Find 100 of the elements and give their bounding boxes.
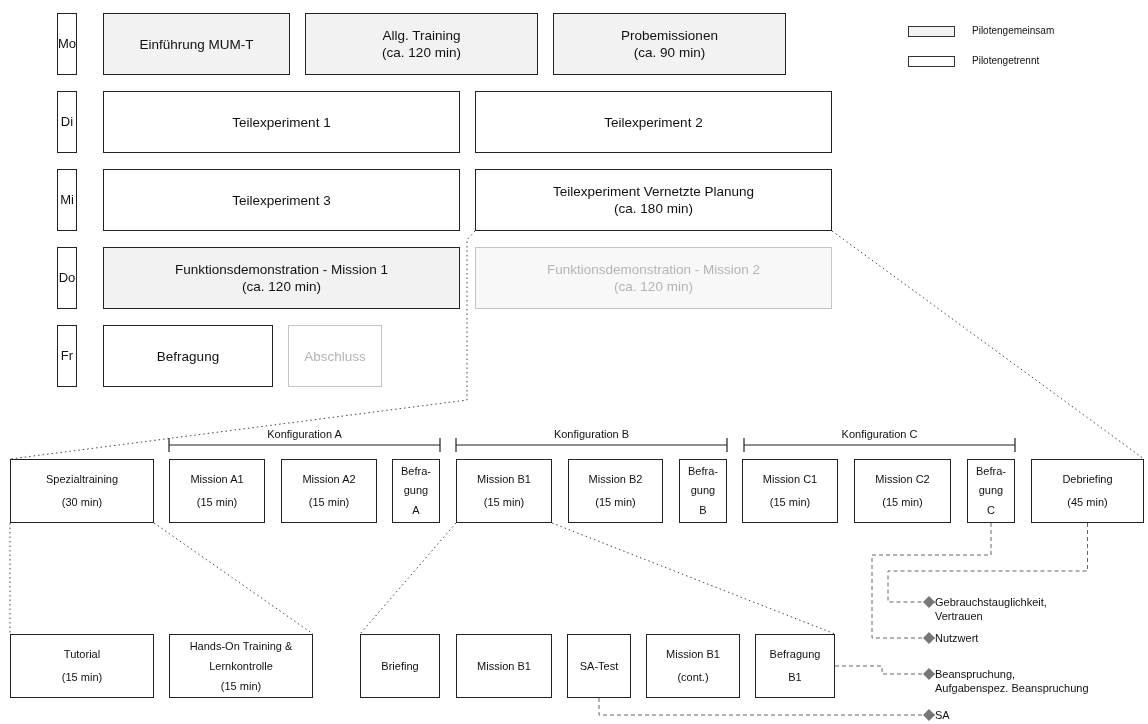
zoom-line [551, 522, 836, 635]
session-label: Mission B2 [588, 472, 643, 487]
session-box [553, 13, 786, 75]
day-label: Mi [60, 192, 74, 208]
session-box [456, 459, 552, 523]
session-box [679, 459, 727, 523]
day-box [57, 247, 77, 309]
session-label: Mission B1 [477, 472, 531, 487]
session-box [103, 13, 290, 75]
session-label: Tutorial [63, 647, 101, 662]
duration-label: (ca. 120 min) [382, 44, 461, 61]
session-box [10, 459, 154, 523]
session-box [392, 459, 440, 523]
day-label: Mo [57, 36, 77, 52]
session-label: Teilexperiment 1 [232, 113, 331, 131]
day-label: Di [60, 114, 74, 130]
session-box [646, 634, 740, 698]
measure-label: SA [935, 708, 950, 722]
day-box [57, 13, 77, 75]
duration-label: (15 min) [769, 495, 811, 510]
duration-label: (ca. 90 min) [633, 44, 706, 61]
session-box [169, 634, 313, 698]
group-label: Konfiguration C [841, 428, 918, 440]
duration-label: (15 min) [220, 679, 262, 694]
session-box [103, 91, 460, 153]
duration-label: (15 min) [308, 495, 350, 510]
measure-label: Beanspruchung, [935, 667, 1016, 681]
zoom-line [359, 522, 457, 635]
session-box [755, 634, 835, 698]
session-label: Teilexperiment 2 [604, 113, 703, 131]
connector-line [887, 522, 1088, 608]
measure-label: Nutzwert [935, 631, 979, 645]
day-label: Do [58, 270, 76, 286]
session-box [967, 459, 1015, 523]
connector-line [598, 697, 936, 721]
measure-label: Gebrauchstauglichkeit, [935, 595, 1047, 609]
connector-line [834, 665, 936, 680]
session-label: Hands-On Training & Lernkontrolle [188, 639, 294, 674]
measure-label: Aufgabenspez. Beanspruchung [935, 681, 1089, 695]
duration-label: (cont.) [677, 670, 709, 685]
session-box [742, 459, 838, 523]
zoom-line [9, 522, 11, 635]
session-label: Befra- gung A [400, 463, 432, 518]
duration-label: B1 [788, 670, 802, 685]
session-box [103, 325, 273, 387]
session-box [103, 247, 460, 309]
session-label: Allg. Training [382, 27, 461, 44]
session-label: Befragung [156, 347, 220, 365]
session-label: Teilexperiment Vernetzte Planung [552, 183, 755, 200]
day-box [57, 91, 77, 153]
zoom-line [153, 522, 314, 635]
session-box [169, 459, 265, 523]
measure-label: Vertrauen [935, 609, 983, 623]
session-box [567, 634, 631, 698]
duration-label: (15 min) [483, 495, 525, 510]
duration-label: (15 min) [882, 495, 923, 510]
session-box [854, 459, 951, 523]
session-label: Mission B1 [666, 647, 720, 662]
session-label: Spezialtraining [45, 472, 119, 487]
duration-label: (ca. 180 min) [614, 200, 693, 217]
duration-label: (ca. 120 min) [614, 278, 693, 295]
duration-label: (ca. 120 min) [242, 278, 321, 295]
connector-line [871, 522, 992, 644]
zoom-line [9, 230, 476, 460]
group-label: Konfiguration A [267, 428, 342, 440]
session-label: Befra- gung C [975, 463, 1007, 518]
session-box [475, 91, 832, 153]
session-label: Mission C2 [875, 472, 930, 487]
session-box [288, 325, 382, 387]
session-box [475, 169, 832, 231]
day-box [57, 169, 77, 231]
session-label: Befragung [769, 647, 821, 662]
session-label: Teilexperiment 3 [232, 191, 331, 209]
session-label: Funktionsdemonstration - Mission 2 [546, 261, 761, 278]
zoom-line [831, 230, 1145, 460]
session-box [1031, 459, 1144, 523]
session-label: Mission C1 [762, 472, 818, 487]
legend-label: Pilotengemeinsam [972, 25, 1055, 36]
session-box [360, 634, 440, 698]
session-label: Mission A2 [302, 472, 356, 487]
session-box [456, 634, 552, 698]
session-box [281, 459, 377, 523]
session-label: Mission A1 [190, 472, 244, 487]
session-label: Mission B1 [477, 658, 531, 674]
session-label: SA-Test [579, 658, 619, 674]
session-label: Einführung MUM-T [139, 35, 254, 53]
day-box [57, 325, 77, 387]
day-label: Fr [60, 348, 74, 364]
session-label: Funktionsdemonstration - Mission 1 [174, 261, 389, 278]
duration-label: (45 min) [1067, 495, 1108, 510]
session-label: Befra- gung B [687, 463, 719, 518]
session-box [475, 247, 832, 309]
session-box [305, 13, 538, 75]
legend-label: Pilotengetrennt [972, 55, 1040, 66]
session-box [103, 169, 460, 231]
session-box [10, 634, 154, 698]
session-label: Probemissionen [621, 27, 718, 44]
session-label: Abschluss [304, 347, 366, 365]
session-label: Debriefing [1062, 472, 1113, 487]
duration-label: (15 min) [61, 670, 103, 685]
